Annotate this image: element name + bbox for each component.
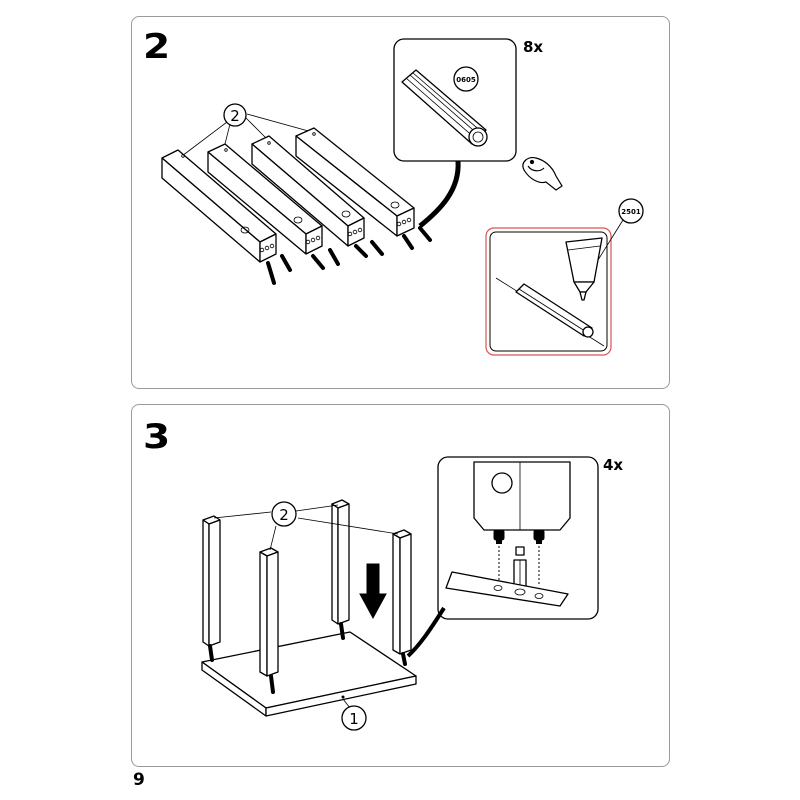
rail-2 — [207, 143, 323, 255]
glue-detail: 2501 — [485, 198, 644, 356]
legs-callout: 2 — [213, 501, 399, 551]
base-callout: 1 — [341, 698, 367, 731]
leg-joint-detail — [406, 456, 599, 658]
glue-part-code: 2501 — [621, 208, 641, 216]
part-2-label: 2 — [230, 107, 240, 125]
rail-3 — [251, 135, 365, 247]
base-panel — [201, 631, 417, 717]
part-2-callout: 2 — [181, 103, 313, 157]
hand-pinch-icon — [522, 157, 563, 191]
dowel-detail: 0605 — [393, 38, 517, 228]
glue-tube-icon — [565, 237, 603, 301]
down-arrow-icon — [359, 563, 387, 620]
page-number: 9 — [133, 770, 145, 790]
step-2-number: 2 — [143, 27, 171, 67]
rail-4 — [295, 127, 415, 237]
rail-1 — [161, 149, 277, 263]
dowel-part-code: 0605 — [456, 76, 476, 84]
leg-front-right — [392, 529, 412, 666]
dowel-quantity: 8x — [523, 38, 544, 56]
dowel-icon — [401, 69, 488, 147]
leg-front-left — [259, 547, 279, 694]
leg-back-left — [202, 515, 221, 662]
glue-dowel — [515, 283, 594, 338]
legs-label: 2 — [279, 506, 289, 524]
detail-quantity: 4x — [603, 456, 624, 474]
step-3-number: 3 — [143, 417, 171, 457]
base-label: 1 — [349, 710, 359, 728]
leg-back-right — [331, 499, 350, 640]
dowels-row — [266, 226, 432, 285]
